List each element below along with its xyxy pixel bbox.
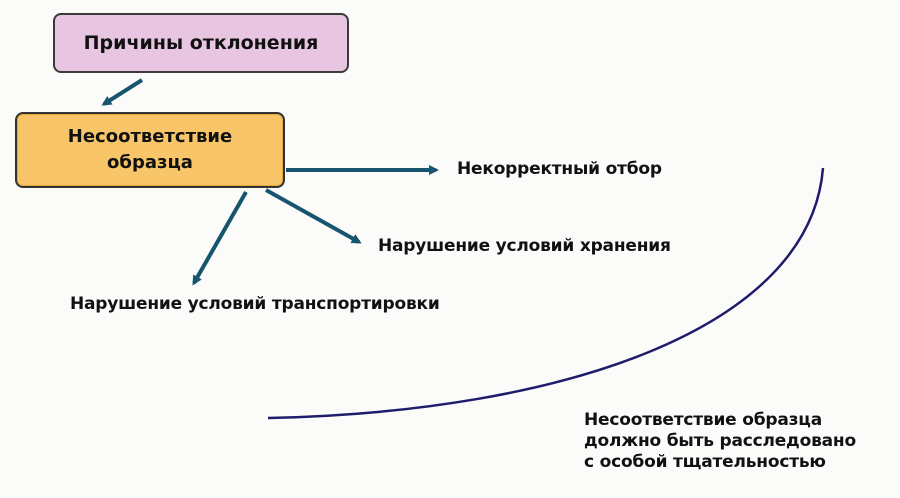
arrow-causes-to-mismatch [101,78,144,106]
incorrect-sampling-label: Некорректный отбор [457,159,662,179]
arrow-to-storage-violation [265,188,362,244]
sample-mismatch-label: Несоответствие образца [67,126,233,173]
causes-box: Причины отклонения [53,13,349,73]
decorative-curve [267,167,825,420]
storage-violation-label: Нарушение условий хранения [378,236,671,256]
arrow-to-transport-violation [192,191,248,286]
transport-violation-label: Нарушение условий транспортировки [70,294,440,314]
sample-mismatch-box: Несоответствие образца [15,112,285,188]
causes-box-label: Причины отклонения [83,32,319,54]
investigation-note: Несоответствие образца должно быть рассл… [584,410,856,472]
